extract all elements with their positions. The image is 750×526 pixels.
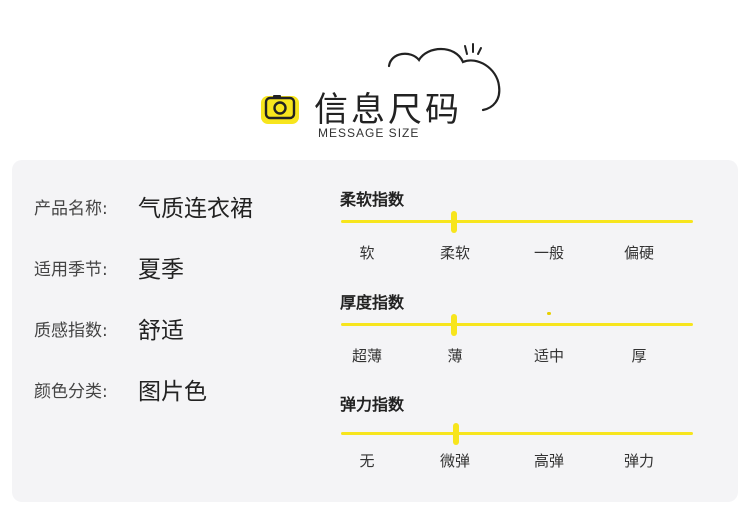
page-subtitle: MESSAGE SIZE — [318, 126, 420, 140]
thickness-track — [341, 323, 693, 326]
thickness-tick: 薄 — [447, 347, 463, 365]
info-value: 图片色 — [138, 379, 207, 405]
cloud-icon — [387, 43, 501, 112]
softness-tick: 偏硬 — [623, 244, 655, 262]
thickness-marker-dot — [547, 312, 551, 315]
thickness-scale-title: 厚度指数 — [340, 293, 405, 312]
thickness-knob — [451, 314, 457, 336]
info-panel — [12, 160, 738, 502]
elasticity-tick: 微弹 — [439, 452, 471, 470]
thickness-tick: 适中 — [533, 347, 565, 365]
thickness-tick: 超薄 — [351, 347, 383, 365]
info-label: 适用季节: — [34, 259, 108, 280]
info-row-season: 适用季节: 夏季 — [34, 251, 184, 283]
elasticity-knob — [453, 423, 459, 445]
camera-icon — [261, 95, 299, 124]
page-header: 信息尺码 MESSAGE SIZE — [0, 0, 750, 150]
thickness-tick: 厚 — [631, 347, 647, 365]
info-row-color: 颜色分类: 图片色 — [34, 373, 207, 405]
softness-tick: 软 — [359, 244, 375, 262]
info-label: 质感指数: — [34, 320, 108, 341]
elasticity-tick: 弹力 — [623, 452, 655, 470]
elasticity-scale-title: 弹力指数 — [340, 395, 405, 414]
info-row-texture: 质感指数: 舒适 — [34, 312, 184, 344]
elasticity-track — [341, 432, 693, 435]
info-row-product-name: 产品名称: 气质连衣裙 — [34, 190, 253, 222]
info-value: 舒适 — [138, 318, 184, 344]
info-label: 产品名称: — [34, 198, 108, 219]
softness-tick: 一般 — [533, 244, 565, 262]
softness-tick: 柔软 — [439, 244, 471, 262]
info-label: 颜色分类: — [34, 381, 108, 402]
softness-scale-title: 柔软指数 — [340, 190, 405, 209]
elasticity-tick: 高弹 — [533, 452, 565, 470]
elasticity-tick: 无 — [359, 452, 375, 470]
softness-knob — [451, 211, 457, 233]
softness-track — [341, 220, 693, 223]
page-title: 信息尺码 — [314, 90, 462, 130]
info-value: 气质连衣裙 — [138, 196, 253, 222]
info-value: 夏季 — [138, 257, 184, 283]
